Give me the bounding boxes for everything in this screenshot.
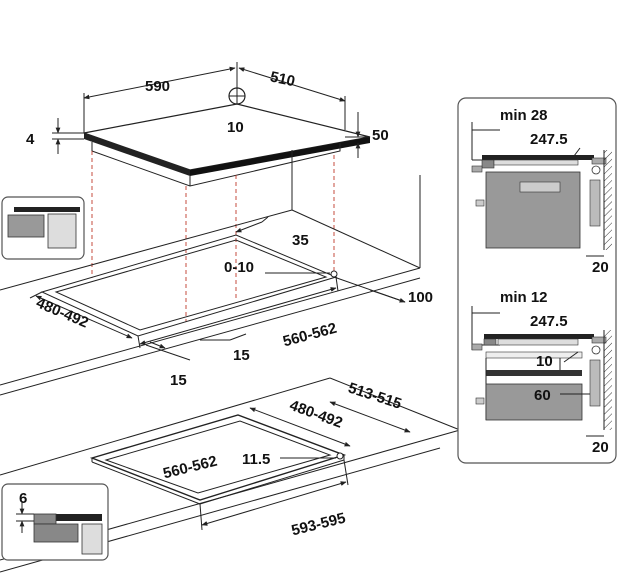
hob-glass-top	[81, 103, 371, 171]
top-min-clearance-label: min 28	[500, 107, 548, 124]
bottom-wall-label: 20	[592, 439, 609, 456]
outer-depth-label: 513-515	[346, 380, 404, 413]
rebate-label: 11.5	[242, 451, 270, 468]
bottom-min-clearance-label: min 12	[500, 289, 548, 306]
hob-width-label: 590	[145, 78, 170, 95]
outer-width-label: 593-595	[290, 510, 348, 540]
shelf-gap-label: 10	[536, 353, 553, 370]
front-margin-label: 35	[292, 232, 309, 249]
bottom-distance-label: 247.5	[530, 313, 568, 330]
inner-width-label: 560-562	[161, 453, 219, 483]
side-view-top	[471, 122, 612, 257]
rear-tolerance-label: 0-10	[224, 259, 254, 276]
hob-drawing	[81, 62, 371, 187]
hob-depth-label: 510	[269, 68, 297, 90]
top-wall-label: 20	[592, 259, 609, 276]
inner-depth-label: 480-492	[287, 397, 345, 432]
detail-framed-box	[1, 196, 85, 260]
center-marker-label: 10	[227, 119, 244, 136]
underside-depth-label: 50	[372, 127, 389, 144]
side-view-bottom	[471, 306, 612, 437]
hob-dimensions	[52, 66, 370, 158]
cutout-depth-label: 480-492	[34, 294, 91, 331]
side-panel: min 28 247.5 20 min 12	[457, 97, 617, 464]
left-offset-label: 15	[170, 372, 187, 389]
hob-thickness-label: 4	[26, 131, 35, 148]
top-distance-label: 247.5	[530, 131, 568, 148]
flush-depth-label: 6	[19, 490, 27, 507]
hob-glass-edge	[84, 133, 190, 176]
detail-flush-box	[1, 483, 109, 561]
front-offset-label: 15	[233, 347, 250, 364]
shelf-offset-label: 60	[534, 387, 551, 404]
hob-glass-edge-right	[190, 137, 370, 176]
worktop-framed	[0, 150, 421, 396]
flush-cutout-inner	[104, 420, 332, 494]
side-right-label: 100	[408, 289, 433, 306]
cutout-width-label: 560-562	[281, 320, 339, 351]
